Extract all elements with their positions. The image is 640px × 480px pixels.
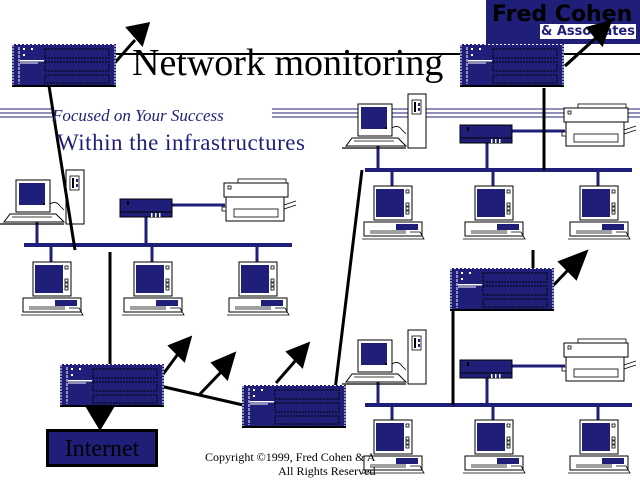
copyright-line-1: Copyright ©1999, Fred Cohen & A — [205, 450, 376, 464]
arrow-icon — [274, 341, 311, 384]
desktop-pc-icon — [20, 261, 84, 316]
desktop-pc-icon — [567, 185, 631, 240]
tagline: Focused on Your Success — [52, 106, 224, 125]
arrow-icon — [198, 351, 237, 396]
desktop-pc-icon — [567, 419, 631, 474]
subtitle: Within the infrastructures — [57, 130, 306, 155]
brand-logo: Fred Cohen & Associates — [486, 0, 640, 44]
hub-icon — [119, 198, 173, 218]
desktop-pc-icon — [226, 261, 290, 316]
desktop-pc-icon — [462, 419, 526, 474]
desktop-pc-icon — [121, 261, 185, 316]
desktop-pc-icon — [361, 185, 425, 240]
workstation-icon — [0, 169, 85, 225]
upper-right-lan — [341, 93, 637, 240]
bottom-left-monitor — [59, 363, 165, 407]
left-lan — [0, 169, 297, 316]
top-right-monitor — [459, 43, 565, 87]
workstation-icon — [341, 329, 427, 385]
top-left-monitor — [11, 43, 117, 87]
copyright-line-2: All Rights Reserved — [278, 464, 376, 478]
copyright: Copyright ©1999, Fred Cohen & A All Righ… — [205, 450, 375, 478]
hub-icon — [459, 359, 513, 379]
workstation-icon — [341, 93, 427, 149]
brand-sub: & Associates — [539, 24, 636, 39]
monitoring-links — [47, 85, 546, 407]
middle-right-monitor — [449, 267, 555, 311]
printer-icon — [221, 178, 297, 222]
lower-right-lan — [341, 329, 637, 474]
internet-box: Internet — [46, 429, 158, 467]
hub-icon — [459, 124, 513, 144]
arrow-icon — [110, 22, 151, 67]
printer-icon — [561, 103, 637, 147]
desktop-pc-icon — [462, 185, 526, 240]
internet-label: Internet — [64, 436, 140, 462]
bottom-middle-monitor — [241, 384, 347, 428]
page-title: Network monitoring — [132, 42, 444, 84]
printer-icon — [561, 338, 637, 382]
